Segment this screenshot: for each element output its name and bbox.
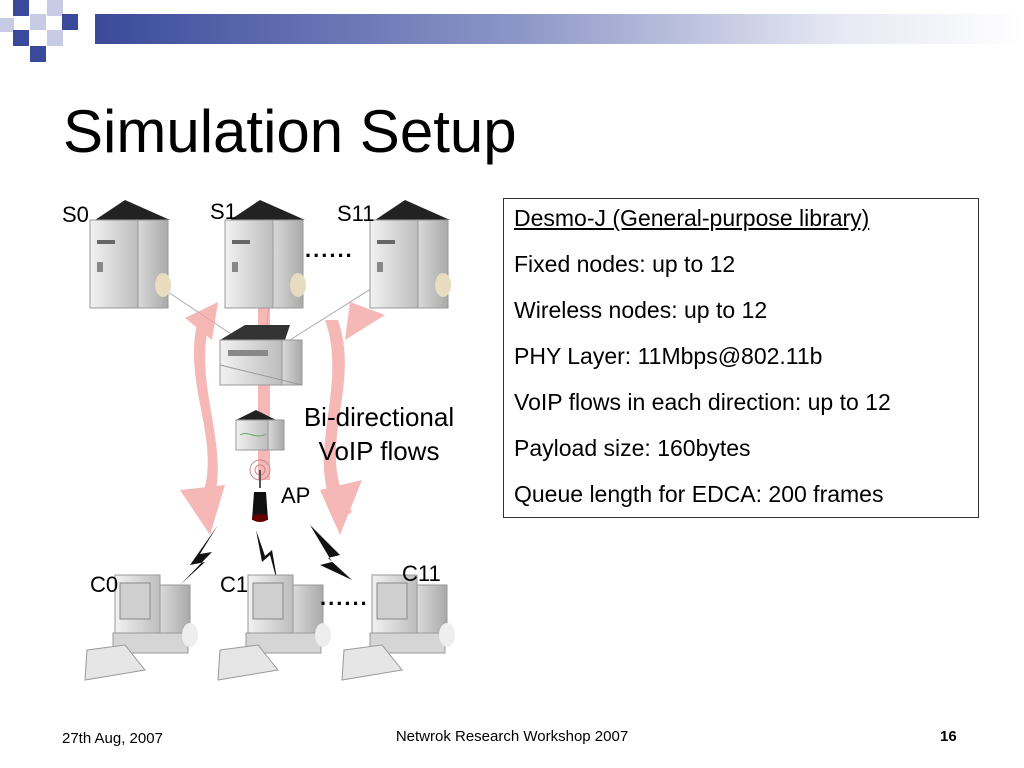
client-label-c1: C1 xyxy=(220,572,249,597)
server-label-s0: S0 xyxy=(62,202,89,227)
client-computer-icon xyxy=(84,574,198,681)
server-ellipsis: ...... xyxy=(305,237,354,262)
server-label-s11: S11 xyxy=(337,201,375,226)
arrow-left-head xyxy=(180,485,225,535)
info-line-library: Desmo-J (General-purpose library) xyxy=(514,205,870,231)
simulation-parameters-box: Desmo-J (General-purpose library) Fixed … xyxy=(503,198,979,518)
lightning-icon xyxy=(310,525,352,580)
arrow-right-curve xyxy=(323,320,352,520)
ap-label: AP xyxy=(281,483,311,508)
server-label-s1: S1 xyxy=(210,199,237,224)
info-line-wireless-nodes: Wireless nodes: up to 12 xyxy=(514,297,768,323)
footer-title: Netwrok Research Workshop 2007 xyxy=(395,728,629,745)
title-gradient-bar xyxy=(95,14,1024,44)
arrow-left-curve xyxy=(193,320,218,520)
decorative-squares xyxy=(0,0,78,62)
client-computer-icon xyxy=(217,574,331,681)
info-line-phy-layer: PHY Layer: 11Mbps@802.11b xyxy=(514,343,823,369)
arrow-right-head xyxy=(320,480,362,535)
client-computer-icon xyxy=(341,574,455,681)
flow-label-line1: Bi-directional xyxy=(303,402,455,432)
lightning-icon xyxy=(256,530,278,585)
server-icon xyxy=(369,200,451,309)
wireless-link-icons xyxy=(180,525,352,585)
server-icon xyxy=(224,200,306,309)
router-icon xyxy=(235,410,285,451)
info-line-queue-length: Queue length for EDCA: 200 frames xyxy=(514,481,884,507)
footer-date: 27th Aug, 2007 xyxy=(62,730,163,747)
network-diagram xyxy=(84,200,455,681)
client-label-c11: C11 xyxy=(402,561,441,586)
page-number: 16 xyxy=(940,728,957,745)
client-label-c0: C0 xyxy=(90,572,119,597)
access-point-icon xyxy=(249,459,271,522)
info-line-fixed-nodes: Fixed nodes: up to 12 xyxy=(514,251,736,277)
arrow-topright-head xyxy=(345,302,385,340)
slide-title: Simulation Setup xyxy=(63,98,517,165)
info-line-voip-flows: VoIP flows in each direction: up to 12 xyxy=(514,389,891,415)
lightning-icon xyxy=(180,525,218,585)
client-ellipsis: ...... xyxy=(320,585,369,610)
flow-label-line2: VoIP flows xyxy=(318,436,440,466)
switch-icon xyxy=(219,325,303,386)
server-icon xyxy=(89,200,171,309)
arrow-topleft-head xyxy=(185,302,218,340)
flow-label: Bi-directional VoIP flows xyxy=(292,400,466,468)
info-line-payload-size: Payload size: 160bytes xyxy=(514,435,751,461)
